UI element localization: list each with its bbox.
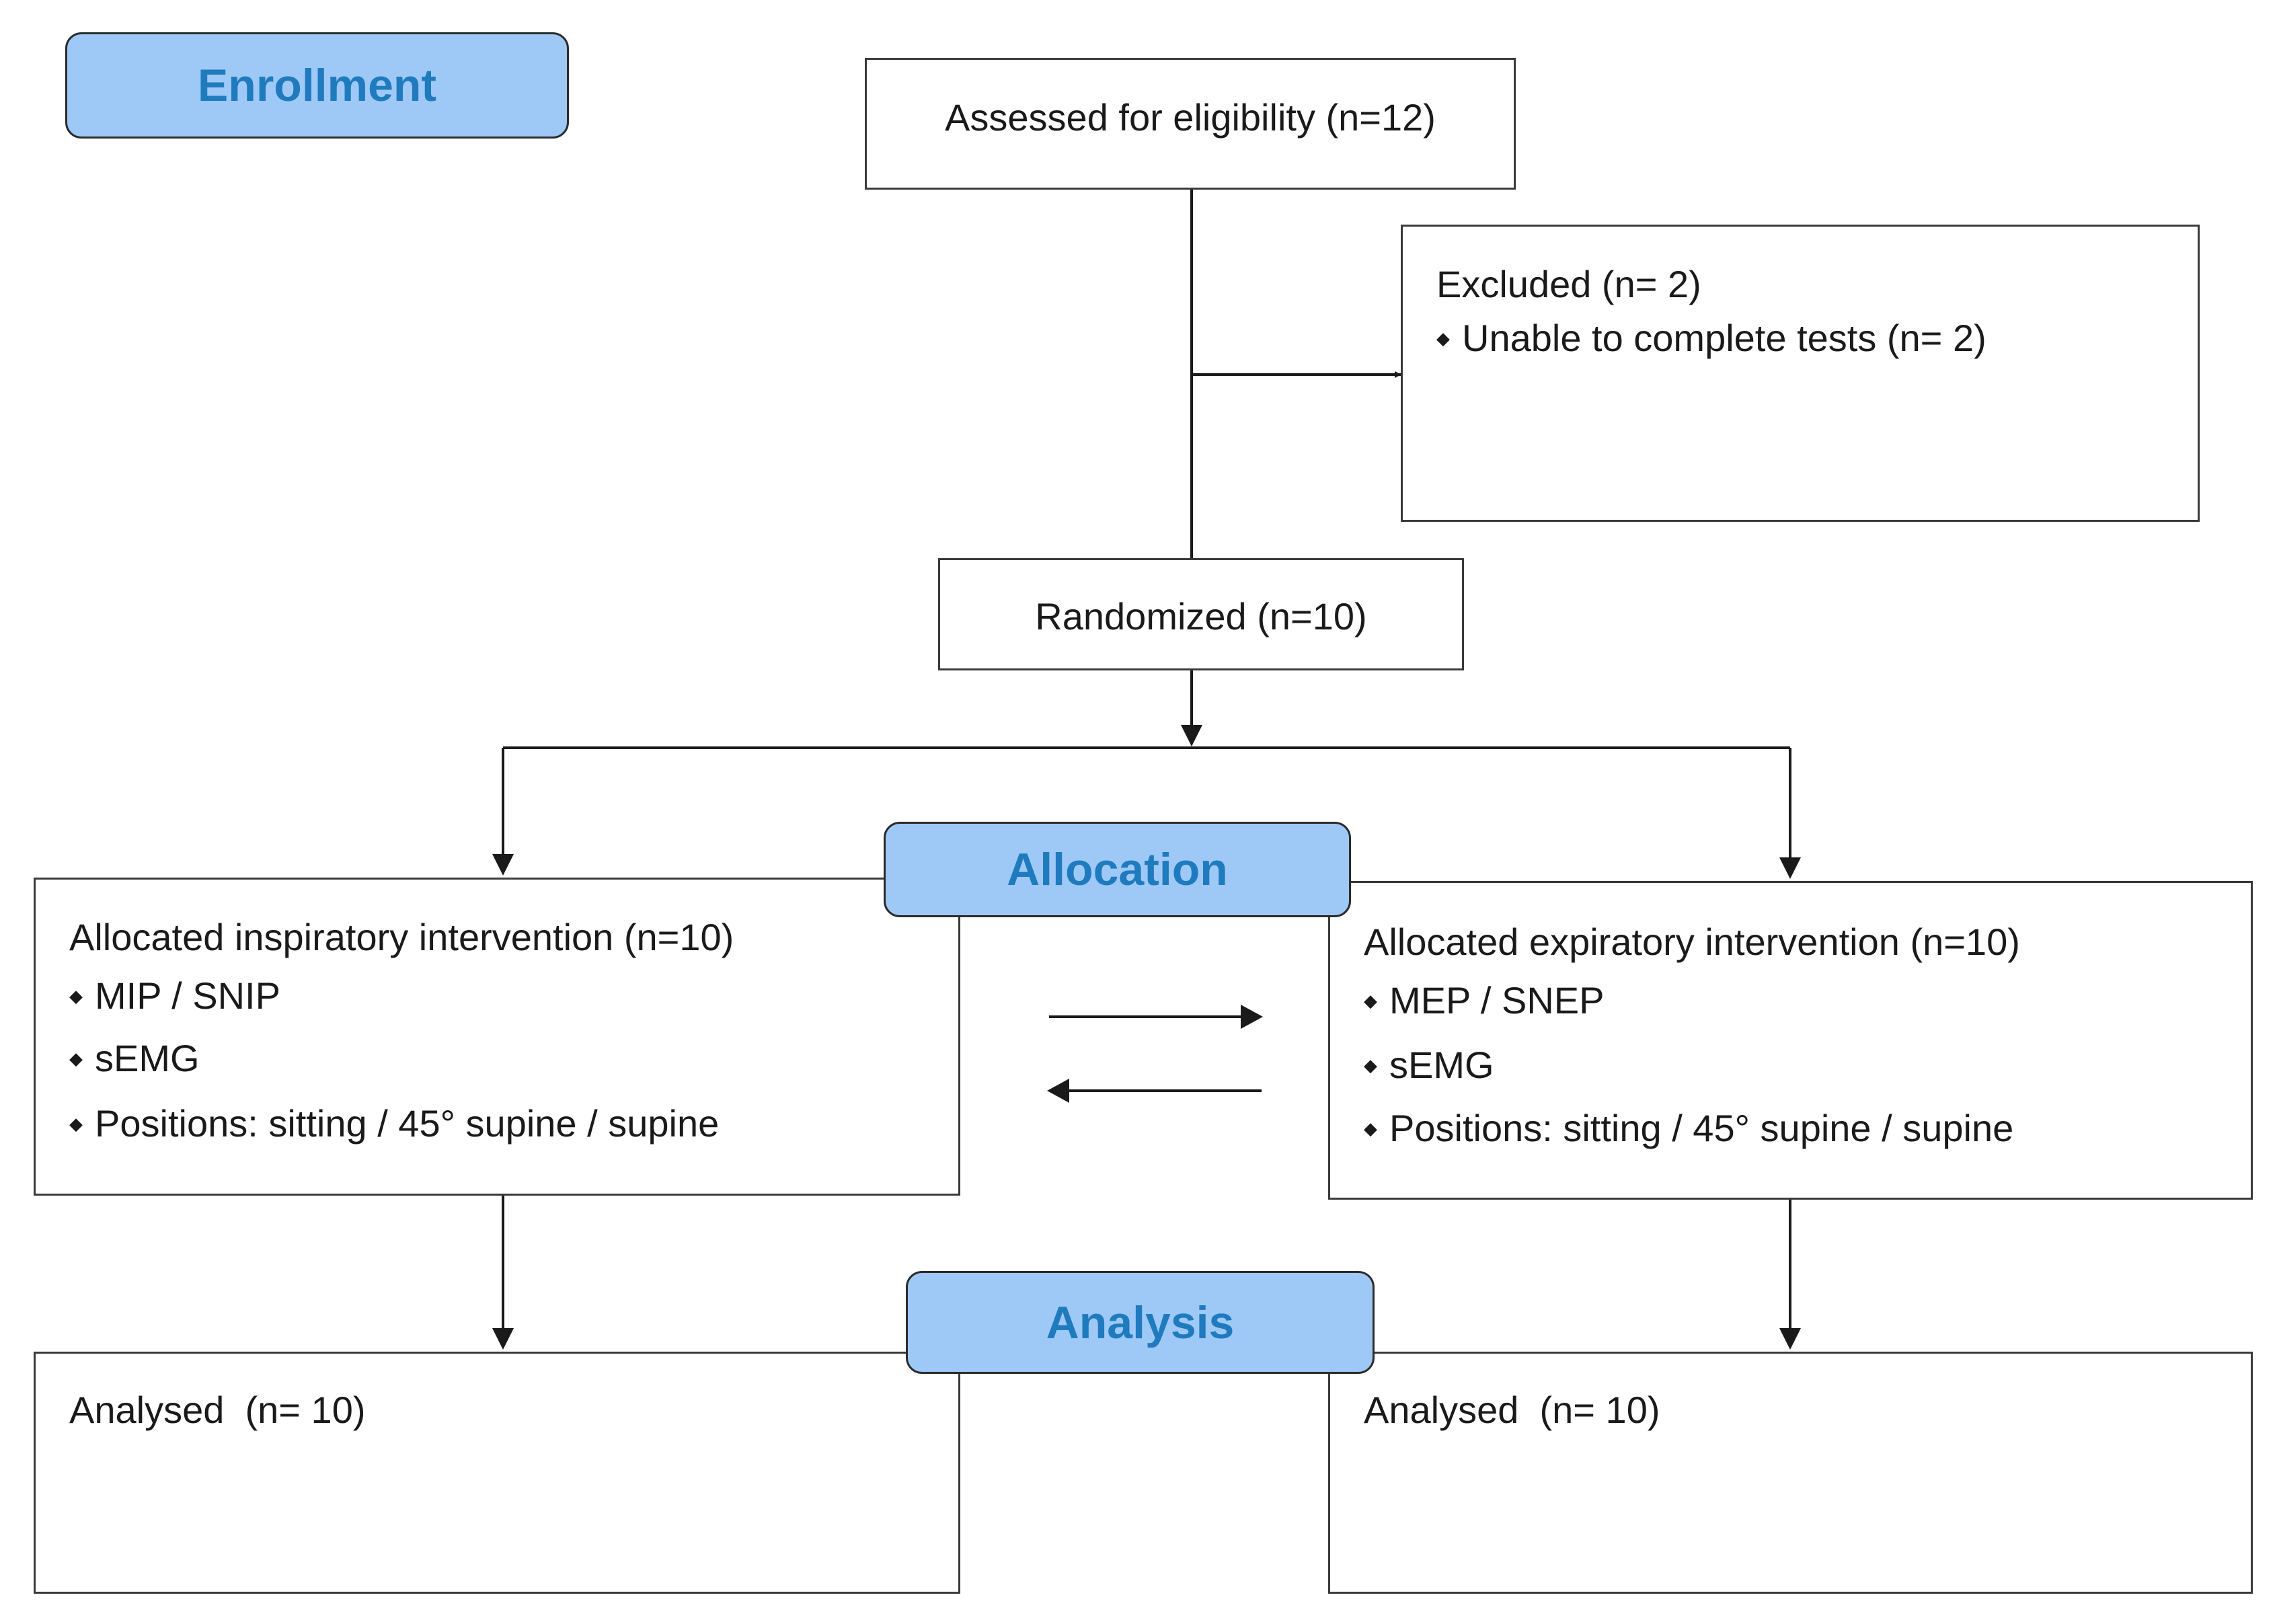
stage-allocation: Allocation bbox=[884, 822, 1351, 917]
bullet-icon: ◆ bbox=[69, 1114, 83, 1134]
expiratory-item: ◆MEP / SNEP bbox=[1364, 979, 1605, 1021]
arrowhead-left-analysis bbox=[492, 1328, 514, 1350]
inspiratory-item: ◆Positions: sitting / 45° supine / supin… bbox=[69, 1102, 720, 1145]
bullet-icon: ◆ bbox=[1364, 1118, 1377, 1139]
arrowhead-right-analysis bbox=[1779, 1328, 1801, 1350]
analysed-left-box: Analysed (n= 10) bbox=[34, 1352, 960, 1594]
expiratory-item: ◆Positions: sitting / 45° supine / supin… bbox=[1364, 1107, 2014, 1149]
arrowhead-crossover-right bbox=[1241, 1005, 1263, 1029]
analysed-left-label: Analysed (n= 10) bbox=[69, 1389, 366, 1431]
arrowhead-right-alloc bbox=[1779, 857, 1801, 879]
assessed-box: Assessed for eligibility (n=12) bbox=[865, 58, 1516, 190]
excluded-title: Excluded (n= 2) bbox=[1436, 263, 1701, 305]
stage-analysis: Analysis bbox=[906, 1271, 1375, 1374]
arrowhead-crossover-left bbox=[1047, 1079, 1069, 1103]
bullet-icon: ◆ bbox=[69, 1048, 83, 1069]
expiratory-item: ◆sEMG bbox=[1364, 1044, 1494, 1086]
excluded-item: ◆Unable to complete tests (n= 2) bbox=[1436, 317, 1986, 359]
inspiratory-title: Allocated inspiratory intervention (n=10… bbox=[69, 916, 734, 958]
expiratory-title: Allocated expiratory intervention (n=10) bbox=[1364, 921, 2020, 963]
arrowhead-randomized-down bbox=[1181, 725, 1202, 746]
analysed-right-label: Analysed (n= 10) bbox=[1364, 1389, 1660, 1431]
excluded-box: Excluded (n= 2) ◆Unable to complete test… bbox=[1401, 225, 2200, 522]
analysed-right-box: Analysed (n= 10) bbox=[1328, 1352, 2253, 1594]
bullet-icon: ◆ bbox=[1364, 1055, 1377, 1076]
inspiratory-item: ◆sEMG bbox=[69, 1037, 200, 1079]
arrowhead-left-alloc bbox=[492, 854, 514, 876]
randomized-label: Randomized (n=10) bbox=[1035, 595, 1367, 637]
bullet-icon: ◆ bbox=[1436, 328, 1450, 349]
expiratory-box: Allocated expiratory intervention (n=10)… bbox=[1328, 881, 2253, 1200]
inspiratory-item: ◆MIP / SNIP bbox=[69, 974, 280, 1017]
inspiratory-box: Allocated inspiratory intervention (n=10… bbox=[34, 878, 960, 1196]
randomized-box: Randomized (n=10) bbox=[938, 558, 1464, 670]
stage-enrollment: Enrollment bbox=[65, 32, 569, 139]
assessed-label: Assessed for eligibility (n=12) bbox=[945, 96, 1436, 139]
bullet-icon: ◆ bbox=[1364, 991, 1377, 1011]
bullet-icon: ◆ bbox=[69, 986, 83, 1007]
